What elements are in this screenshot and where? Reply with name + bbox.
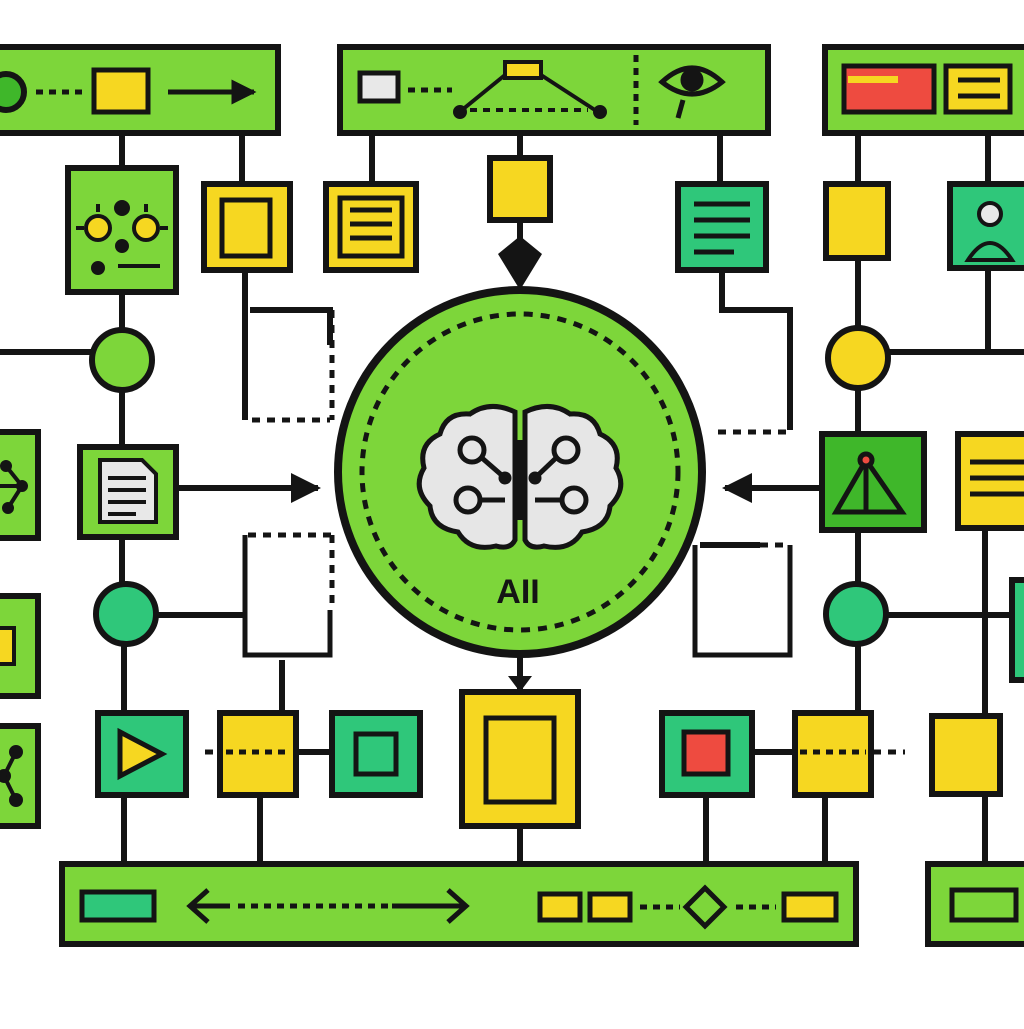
circle-node-icon xyxy=(0,71,27,113)
share-tile-left xyxy=(0,429,41,541)
diamond-icon xyxy=(682,884,728,930)
ai-center-node: AII xyxy=(334,286,706,658)
triangle-network-icon xyxy=(831,451,907,515)
triangle-tile xyxy=(819,431,927,533)
person-tile xyxy=(947,181,1024,271)
left-edge-tile xyxy=(0,593,41,699)
top-bar-right xyxy=(822,44,1024,136)
node-circle-teal-left xyxy=(93,581,159,647)
yellow-square-far-right xyxy=(929,713,1003,797)
bottom-bar-main xyxy=(59,861,859,947)
yellow-dotted-tile-right xyxy=(792,710,874,798)
node-circle-green xyxy=(89,327,155,393)
yellow-top-node xyxy=(487,155,553,290)
top-bar-center xyxy=(337,44,771,136)
list-icon xyxy=(694,201,750,255)
yellow-square-right xyxy=(823,181,891,261)
eye-icon xyxy=(658,65,726,119)
list-icon xyxy=(970,459,1024,497)
teal-square-tile xyxy=(329,710,423,798)
dotted-connectors xyxy=(205,310,905,755)
play-tile xyxy=(95,710,189,798)
yellow-list-tile xyxy=(323,181,419,273)
gears-tile xyxy=(65,165,179,295)
node-circle-teal-right xyxy=(823,581,889,647)
top-bar-left xyxy=(0,44,281,136)
ai-label: AII xyxy=(496,573,539,611)
gears-icon xyxy=(76,200,168,275)
yellow-list-right xyxy=(955,431,1024,531)
frame-boxes xyxy=(242,535,793,658)
brain-circuit-icon xyxy=(416,404,624,550)
right-edge-tile xyxy=(1009,577,1024,683)
play-icon xyxy=(117,727,168,781)
share-node-icon xyxy=(0,460,28,514)
share-node-icon xyxy=(0,745,23,807)
triangle-network-icon xyxy=(453,60,607,119)
yellow-frame-tile xyxy=(201,181,293,273)
yellow-dotted-tile xyxy=(217,710,299,798)
document-tile xyxy=(77,444,179,540)
red-tile xyxy=(659,710,755,798)
list-icon xyxy=(337,195,405,259)
node-circle-yellow-right xyxy=(825,325,891,391)
share-tile-left-bottom xyxy=(0,723,41,829)
bottom-bar-right xyxy=(925,861,1024,947)
person-icon xyxy=(964,201,1016,262)
teal-list-tile xyxy=(675,181,769,273)
document-icon xyxy=(98,458,158,524)
yellow-center-tile xyxy=(459,676,581,829)
